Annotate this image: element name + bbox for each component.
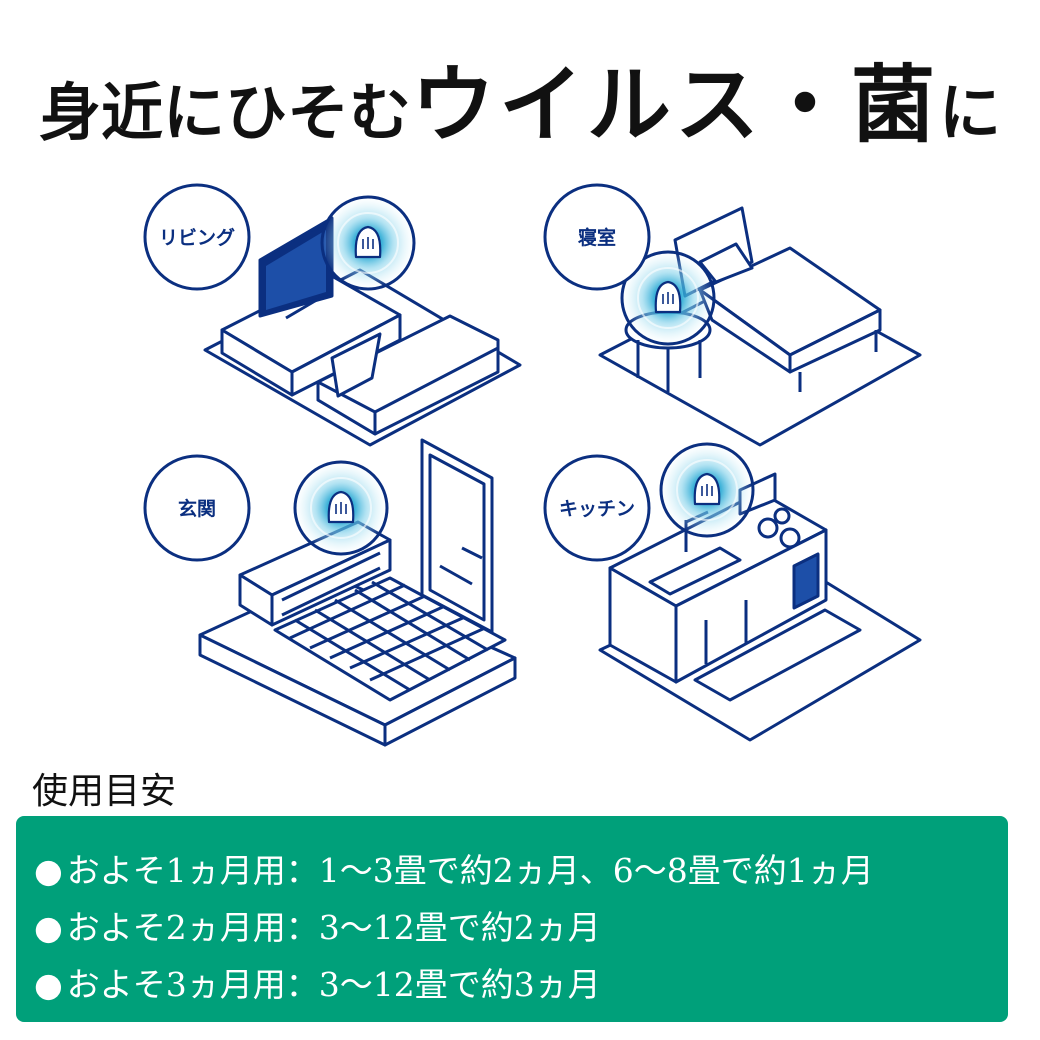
room-label-entrance: 玄関 [178,497,216,520]
device-entrance [293,460,389,556]
usage-row-text: およそ1ヵ月用：1〜3畳で約2ヵ月、6〜8畳で約1ヵ月 [66,851,874,890]
bullet-icon: ● [34,851,63,890]
room-kitchen: キッチン [543,442,922,742]
device-kitchen [659,442,755,538]
room-illustrations: リビング 寝室 [143,183,922,747]
headline: 身近にひそむウイルス・菌に [0,38,1040,159]
device-living [320,195,416,291]
usage-box: ●およそ1ヵ月用：1〜3畳で約2ヵ月、6〜8畳で約1ヵ月 ●およそ2ヵ月用：3〜… [16,816,1008,1022]
usage-title: 使用目安 [32,771,177,812]
room-bedroom: 寝室 [543,183,922,447]
room-entrance: 玄関 [143,438,517,747]
headline-part3: に [939,76,1002,149]
bullet-icon: ● [34,908,63,947]
room-living: リビング [143,183,522,447]
headline-part2: ウイルス・菌 [410,55,939,154]
room-label-bedroom: 寝室 [578,226,616,249]
headline-part1: 身近にひそむ [38,76,411,149]
bullet-icon: ● [34,965,63,1004]
usage-row: ●およそ3ヵ月用：3〜12畳で約3ヵ月 [34,956,1008,1013]
usage-row: ●およそ2ヵ月用：3〜12畳で約2ヵ月 [34,899,1008,956]
usage-row-text: およそ2ヵ月用：3〜12畳で約2ヵ月 [66,908,601,947]
room-label-living: リビング [159,226,235,249]
usage-row-text: およそ3ヵ月用：3〜12畳で約3ヵ月 [66,965,601,1004]
usage-row: ●およそ1ヵ月用：1〜3畳で約2ヵ月、6〜8畳で約1ヵ月 [34,842,1008,899]
room-label-kitchen: キッチン [559,498,635,520]
